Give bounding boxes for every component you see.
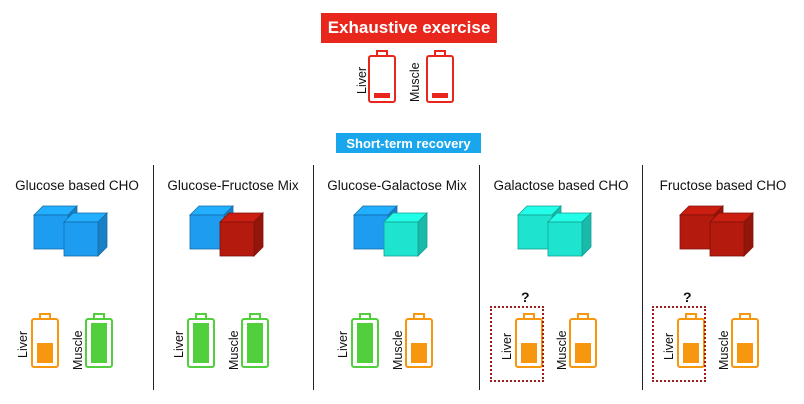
short-term-recovery-label: Short-term recovery <box>336 133 481 153</box>
liver-label: Liver <box>172 330 186 358</box>
fructose-cube-icon <box>709 212 754 257</box>
column-title: Fructose based CHO <box>659 178 787 193</box>
column-title: Glucose-Fructose Mix <box>167 178 299 193</box>
column-title: Galactose based CHO <box>493 178 629 193</box>
muscle-battery-full-icon <box>85 313 113 368</box>
column-divider <box>479 165 480 390</box>
column-divider <box>642 165 643 390</box>
liver-battery-full-icon <box>351 313 379 368</box>
column-divider <box>313 165 314 390</box>
column-divider <box>153 165 154 390</box>
liver-battery-partial-icon <box>31 313 59 368</box>
muscle-battery-partial-icon <box>731 313 759 368</box>
liver-battery-full-icon <box>187 313 215 368</box>
question-mark: ? <box>521 289 530 305</box>
exhaustive-exercise-title: Exhaustive exercise <box>321 13 497 43</box>
muscle-battery-full-icon <box>241 313 269 368</box>
header-liver-battery-icon <box>368 50 396 103</box>
header-muscle-label: Muscle <box>408 62 422 102</box>
fructose-cube-icon <box>219 212 264 257</box>
column-title: Glucose based CHO <box>15 178 139 193</box>
liver-label: Liver <box>336 330 350 358</box>
uncertainty-box <box>652 306 706 382</box>
header-muscle-battery-icon <box>426 50 454 103</box>
muscle-battery-partial-icon <box>405 313 433 368</box>
glucose-cube-icon <box>63 212 108 257</box>
uncertainty-box <box>490 306 544 382</box>
question-mark: ? <box>683 289 692 305</box>
liver-battery-partial-icon <box>677 313 705 368</box>
galactose-cube-icon <box>547 212 592 257</box>
muscle-battery-partial-icon <box>569 313 597 368</box>
galactose-cube-icon <box>383 212 428 257</box>
column-title: Glucose-Galactose Mix <box>327 178 467 193</box>
liver-label: Liver <box>16 330 30 358</box>
